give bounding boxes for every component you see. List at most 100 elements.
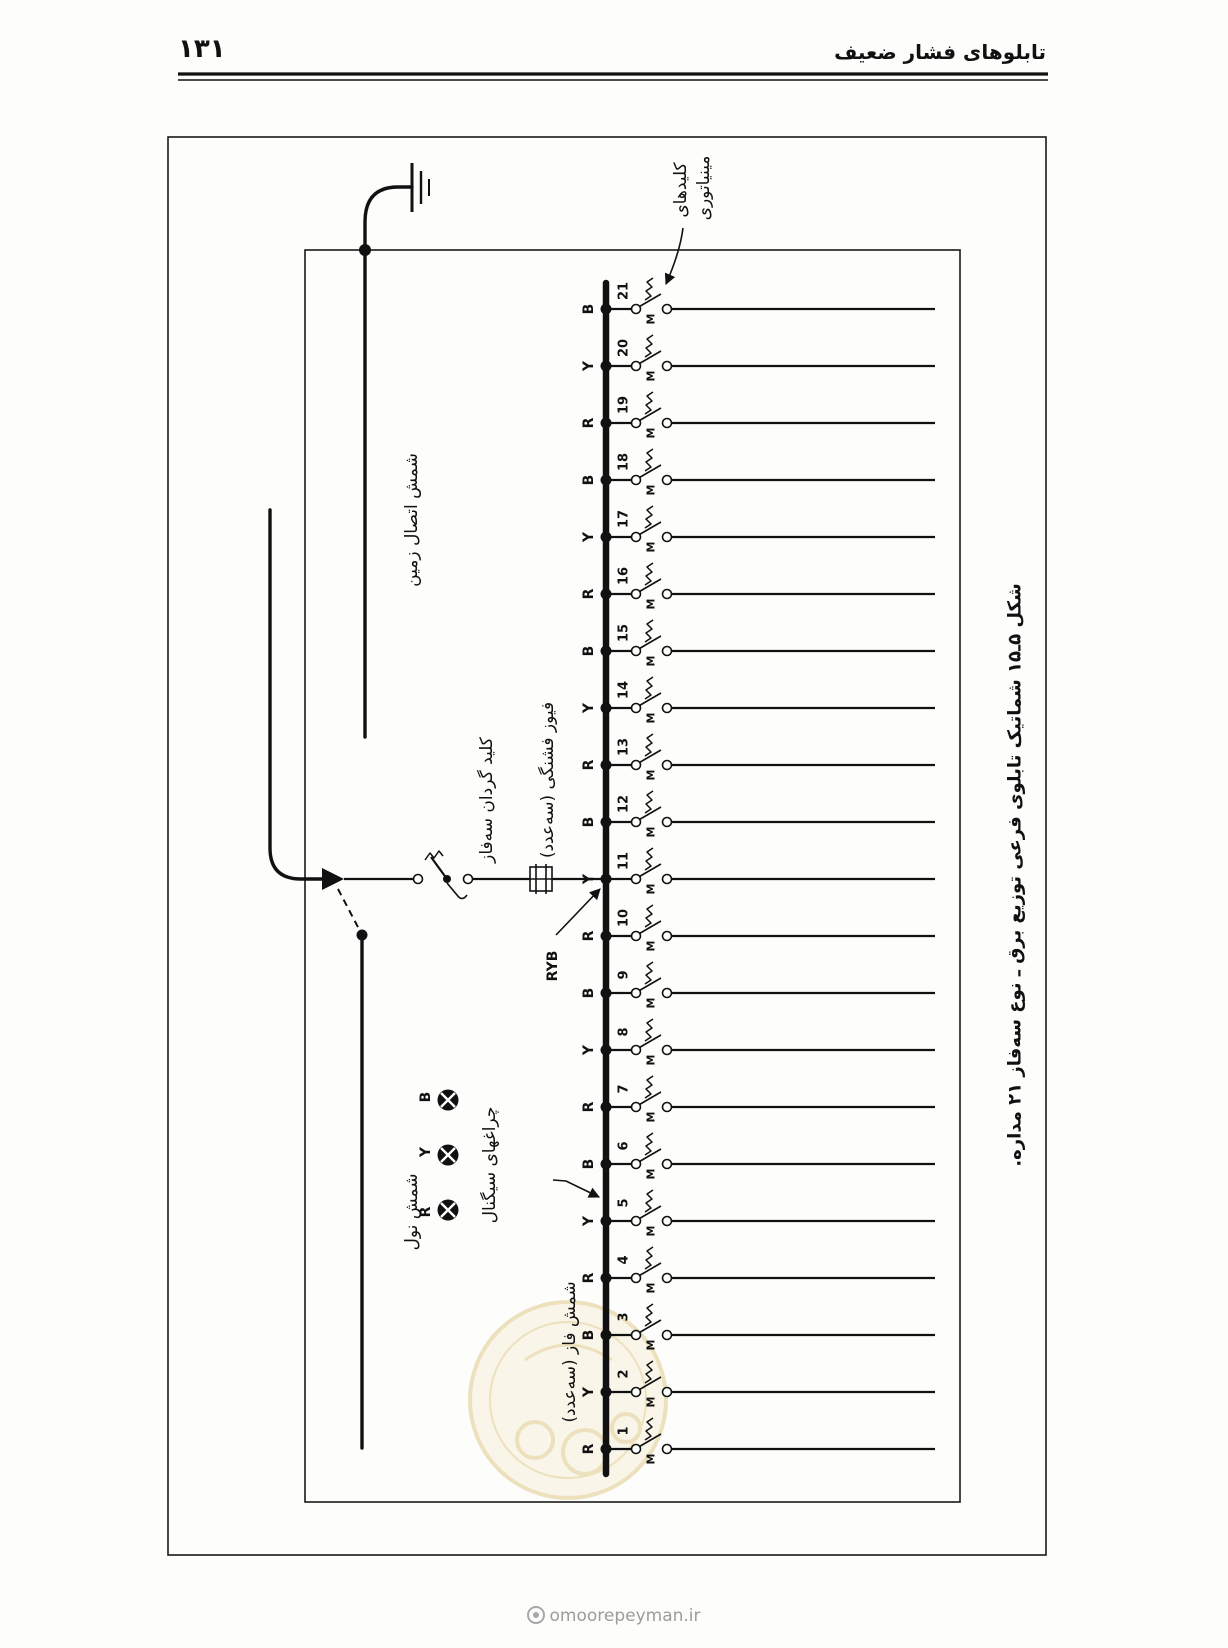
figure-caption: شکل ۵ـ۱۵ شماتیک تابلوی فرعی توزیع برق ـ … [1005, 583, 1026, 1166]
signal-lamp-b: B [418, 1089, 459, 1111]
breaker-output-terminal [661, 702, 673, 714]
circuit-5: Y5M [581, 1189, 935, 1236]
breaker-blade [639, 1091, 662, 1106]
breaker-m-label: M [645, 314, 658, 325]
switch-blade [430, 856, 448, 880]
breaker-m-label: M [645, 941, 658, 952]
breaker-output-terminal [661, 531, 673, 543]
breaker-input-terminal [630, 360, 642, 372]
circuit-phase-label: Y [581, 531, 597, 543]
breaker-input-terminal [630, 1101, 642, 1113]
signal-lamp-y: Y [418, 1144, 459, 1166]
circuit-phase-label: B [581, 1330, 597, 1341]
breaker-input-terminal [630, 930, 642, 942]
site-icon [527, 1606, 546, 1624]
breaker-blade [639, 692, 662, 707]
breaker-m-label: M [645, 1112, 658, 1123]
circuit-number-label: 13 [617, 738, 632, 756]
seal-gear-left [515, 1420, 555, 1460]
breaker-m-label: M [645, 884, 658, 895]
neutral-bar-label: شمش نول [402, 1173, 422, 1250]
circuit-number-label: 19 [617, 396, 632, 414]
circuit-number-label: 11 [617, 852, 632, 870]
breaker-output-terminal [661, 1158, 673, 1170]
busbar-tap-dot [600, 1044, 612, 1056]
breaker-input-terminal [630, 987, 642, 999]
breaker-input-terminal [630, 588, 642, 600]
busbar-tap-dot [600, 1329, 612, 1341]
breaker-output-terminal [661, 588, 673, 600]
circuit-6: B6M [581, 1132, 935, 1179]
breaker-output-terminal [661, 1272, 673, 1284]
breaker-trip-element [644, 790, 654, 814]
circuit-phase-label: R [581, 759, 597, 770]
circuit-phase-label: R [581, 930, 597, 941]
panel-enclosure [304, 249, 961, 1503]
breaker-blade [639, 407, 662, 422]
breaker-trip-element [644, 1189, 654, 1213]
lamp-cross [440, 1147, 456, 1163]
running-title: تابلوهای فشار ضعیف [834, 40, 1046, 64]
switch-handle [424, 850, 444, 861]
breaker-blade [639, 464, 662, 479]
breaker-output-terminal [661, 759, 673, 771]
breaker-output-terminal [661, 930, 673, 942]
breaker-input-terminal [630, 645, 642, 657]
breaker-input-terminal [630, 303, 642, 315]
breaker-blade [639, 1034, 662, 1049]
circuit-phase-label: Y [581, 1386, 597, 1398]
ryb-leader-line [555, 888, 601, 936]
breaker-trip-element [644, 1018, 654, 1042]
busbar-tap-dot [600, 987, 612, 999]
busbar-tap-dot [600, 759, 612, 771]
seal-gear-right [610, 1412, 642, 1444]
miniature-breakers-leader-line [664, 227, 684, 286]
circuit-number-label: 2 [617, 1369, 632, 1378]
breaker-m-label: M [645, 998, 658, 1009]
breaker-input-terminal [630, 873, 642, 885]
circuit-number-label: 21 [617, 282, 632, 300]
circuit-number-label: 14 [617, 681, 632, 699]
busbar-tap-dot [600, 1101, 612, 1113]
circuit-phase-label: B [581, 646, 597, 657]
breaker-blade [639, 1319, 662, 1334]
circuit-4: R4M [581, 1246, 935, 1293]
miniature-breakers-label-line1: کلیدهای [671, 161, 691, 217]
circuit-number-label: 16 [617, 567, 632, 585]
breaker-output-terminal [661, 1329, 673, 1341]
breaker-m-label: M [645, 1340, 658, 1351]
circuit-phase-label: Y [581, 873, 597, 885]
breaker-m-label: M [645, 1397, 658, 1408]
breaker-input-terminal [630, 1158, 642, 1170]
breaker-blade [639, 1148, 662, 1163]
breaker-m-label: M [645, 599, 658, 610]
busbar-tap-dot [600, 588, 612, 600]
circuit-number-label: 10 [617, 909, 632, 927]
busbar-tap-dot [600, 474, 612, 486]
circuit-1: R1M [581, 1417, 935, 1464]
breaker-trip-element [644, 733, 654, 757]
lamp-cross [440, 1092, 456, 1108]
busbar-tap-dot [600, 417, 612, 429]
neutral-bar-dot [356, 929, 368, 941]
circuit-number-label: 3 [617, 1312, 632, 1321]
earth-bar-entry-dot [359, 244, 371, 256]
breaker-input-terminal [630, 1044, 642, 1056]
circuit-phase-label: B [581, 304, 597, 315]
breaker-trip-element [644, 1417, 654, 1441]
rotary-switch-icon [412, 850, 474, 900]
circuit-11: Y 11M [581, 847, 935, 895]
circuit-number-label: 7 [617, 1084, 632, 1093]
circuit-phase-label: R [581, 1443, 597, 1454]
breaker-blade [639, 749, 662, 764]
outgoing-circuits: R1MY2MB3MR4MY5MB6MR7MY8MB9MR10MY11MB12MR… [581, 277, 935, 1464]
breaker-m-label: M [645, 827, 658, 838]
breaker-blade [639, 521, 662, 536]
breaker-input-terminal [630, 1443, 642, 1455]
breaker-trip-element [644, 334, 654, 358]
breaker-trip-element [644, 904, 654, 928]
